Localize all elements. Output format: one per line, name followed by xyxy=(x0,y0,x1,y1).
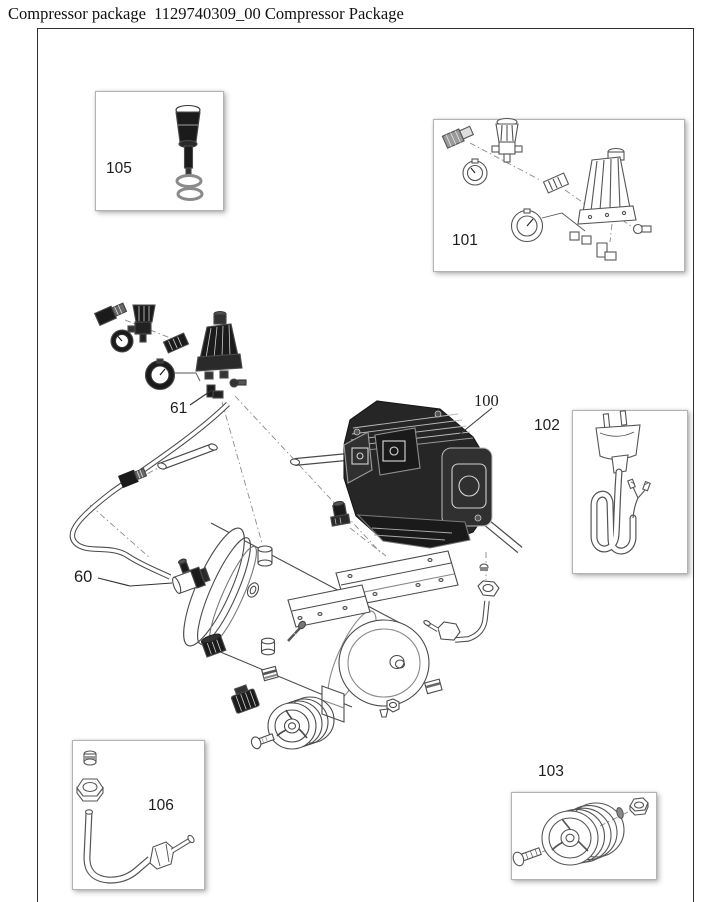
nipple-fitting-small xyxy=(261,665,279,682)
page-title: Compressor package 1129740309_00 Compres… xyxy=(8,4,404,23)
wheel xyxy=(267,696,335,750)
label-line-60 xyxy=(97,577,173,587)
pressure-switch-assembly-61 xyxy=(93,302,247,406)
drain-pipe-106 xyxy=(76,750,195,884)
part-label-61: 61 xyxy=(170,400,188,417)
power-cord-102 xyxy=(590,410,651,555)
part-label-60: 60 xyxy=(74,568,93,586)
drawing-frame xyxy=(37,28,694,902)
part-label-103: 103 xyxy=(538,763,564,780)
part-label-102: 102 xyxy=(534,417,560,434)
part-label-101: 101 xyxy=(452,232,478,249)
tank-plug-fitting xyxy=(200,633,227,658)
bracket-screw xyxy=(287,620,306,642)
drain-valve xyxy=(230,684,260,714)
pressure-hose xyxy=(69,402,230,580)
handle-plug-fitting xyxy=(117,467,148,489)
cap-fitting xyxy=(260,637,276,656)
inset-box-101 xyxy=(433,119,685,272)
wheel-bolt xyxy=(250,733,275,750)
tank-port xyxy=(257,545,273,567)
part-label-105: 105 xyxy=(106,160,132,177)
discharge-pipe xyxy=(423,563,500,643)
part-label-106: 106 xyxy=(148,797,174,814)
inset-box-105 xyxy=(95,91,224,211)
mounting-bracket-lower xyxy=(287,584,371,628)
fitting-60 xyxy=(172,558,211,595)
pressure-switch-kit-101 xyxy=(441,117,652,261)
part-label-100: 100 xyxy=(474,391,499,410)
motor-pump-unit xyxy=(330,400,493,549)
wheel-kit-103 xyxy=(512,797,649,867)
check-valve-105 xyxy=(175,104,204,201)
dome-fittings xyxy=(379,678,443,718)
